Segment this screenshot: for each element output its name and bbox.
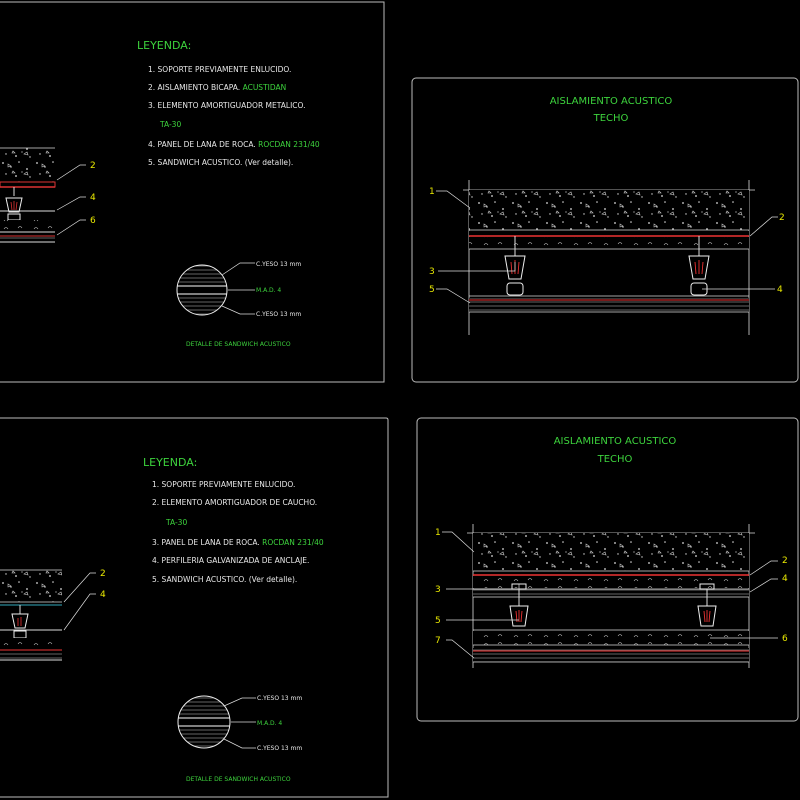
ceiling-section-b: 1 3 5 2 4: [429, 180, 785, 335]
detail-bot-label: C.YESO 13 mm: [257, 745, 302, 752]
legend-item-4: 4. PERFILERIA GALVANIZADA DE ANCLAJE.: [152, 556, 309, 565]
legend-title: LEYENDA:: [137, 39, 191, 52]
callout-2: 2: [100, 569, 106, 579]
legend-item-2: 2. AISLAMIENTO BICAPA. ACUSTIDAN: [148, 83, 286, 92]
panel-d-frame: [416, 417, 799, 722]
callout-2: 2: [90, 161, 96, 171]
section-title-line1: AISLAMIENTO ACUSTICO: [554, 436, 677, 447]
callout-4: 4: [90, 193, 96, 203]
panel-d: AISLAMIENTO ACUSTICO TECHO: [416, 417, 799, 722]
callout-5: 5: [429, 285, 435, 295]
section-title-line1: AISLAMIENTO ACUSTICO: [550, 96, 673, 107]
section-title-line2: TECHO: [593, 113, 629, 124]
legend-item-5: 5. SANDWICH ACUSTICO. (Ver detalle).: [148, 158, 293, 167]
callout-1: 1: [435, 528, 441, 538]
callout-4: 4: [100, 590, 106, 600]
callout-6: 6: [782, 634, 788, 644]
callout-7: 7: [435, 636, 441, 646]
panel-b-frame: [411, 77, 799, 383]
callout-4: 4: [782, 574, 788, 584]
panel-a: LEYENDA: 1. SOPORTE PREVIAMENTE ENLUCIDO…: [0, 1, 385, 383]
partial-section-c: 2 4: [0, 569, 106, 661]
detail-top-label: C.YESO 13 mm: [257, 695, 302, 702]
partial-section-a: 2 4 6: [0, 147, 96, 243]
detail-caption: DETALLE DE SANDWICH ACUSTICO: [186, 776, 291, 783]
legend-item-3: 3. ELEMENTO AMORTIGUADOR METALICO.: [148, 101, 306, 110]
detail-top-label: C.YESO 13 mm: [256, 261, 301, 268]
callout-2: 2: [779, 213, 785, 223]
hanger-right: [688, 236, 710, 296]
callout-1: 1: [429, 187, 435, 197]
detail-mid-label: M.A.D. 4: [257, 720, 282, 727]
legend-item-5: 5. SANDWICH ACUSTICO. (Ver detalle).: [152, 575, 297, 584]
detail-mid-label: M.A.D. 4: [256, 287, 281, 294]
section-title-line2: TECHO: [597, 454, 633, 465]
panel-b: AISLAMIENTO ACUSTICO TECHO: [411, 77, 799, 383]
legend-item-1: 1. SOPORTE PREVIAMENTE ENLUCIDO.: [152, 480, 295, 489]
detail-caption: DETALLE DE SANDWICH ACUSTICO: [186, 341, 291, 348]
callout-3: 3: [435, 585, 441, 595]
legend-title: LEYENDA:: [143, 456, 197, 469]
panel-a-frame: [0, 1, 385, 383]
panel-c-frame: [0, 417, 389, 798]
sandwich-detail-c: C.YESO 13 mm M.A.D. 4 C.YESO 13 mm DETAL…: [177, 695, 302, 783]
legend-item-2-ref: TA-30: [165, 518, 187, 527]
callout-5: 5: [435, 616, 441, 626]
sandwich-detail-a: C.YESO 13 mm M.A.D. 4 C.YESO 13 mm DETAL…: [176, 261, 301, 348]
detail-bot-label: C.YESO 13 mm: [256, 311, 301, 318]
callout-4: 4: [777, 285, 783, 295]
ceiling-section-d: 1 3 5 7 2 4 6: [435, 524, 788, 668]
legend-item-3-ref: TA-30: [159, 120, 181, 129]
legend-item-1: 1. SOPORTE PREVIAMENTE ENLUCIDO.: [148, 65, 291, 74]
legend-item-2: 2. ELEMENTO AMORTIGUADOR DE CAUCHO.: [152, 498, 317, 507]
callout-2: 2: [782, 556, 788, 566]
callout-3: 3: [429, 267, 435, 277]
panel-c: LEYENDA: 1. SOPORTE PREVIAMENTE ENLUCIDO…: [0, 417, 389, 798]
callout-6: 6: [90, 216, 96, 226]
legend-item-3: 3. PANEL DE LANA DE ROCA. ROCDAN 231/40: [152, 538, 324, 547]
legend-item-4: 4. PANEL DE LANA DE ROCA. ROCDAN 231/40: [148, 140, 320, 149]
